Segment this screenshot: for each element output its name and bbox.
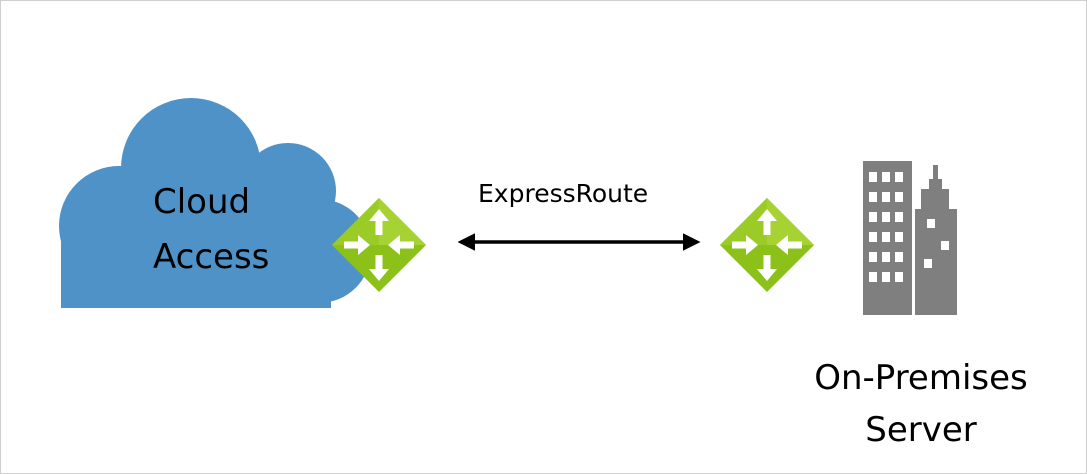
cloud-icon — [59, 98, 371, 308]
router-icon-on-premises — [720, 198, 814, 292]
on-premises-label-line2: Server — [865, 410, 977, 450]
cloud-access-label-line1: Cloud — [153, 182, 251, 222]
building-icon — [863, 161, 957, 315]
on-premises-label-line1: On-Premises — [814, 358, 1028, 398]
expressroute-label: ExpressRoute — [478, 179, 649, 208]
cloud-access-label-line2: Access — [153, 237, 270, 277]
